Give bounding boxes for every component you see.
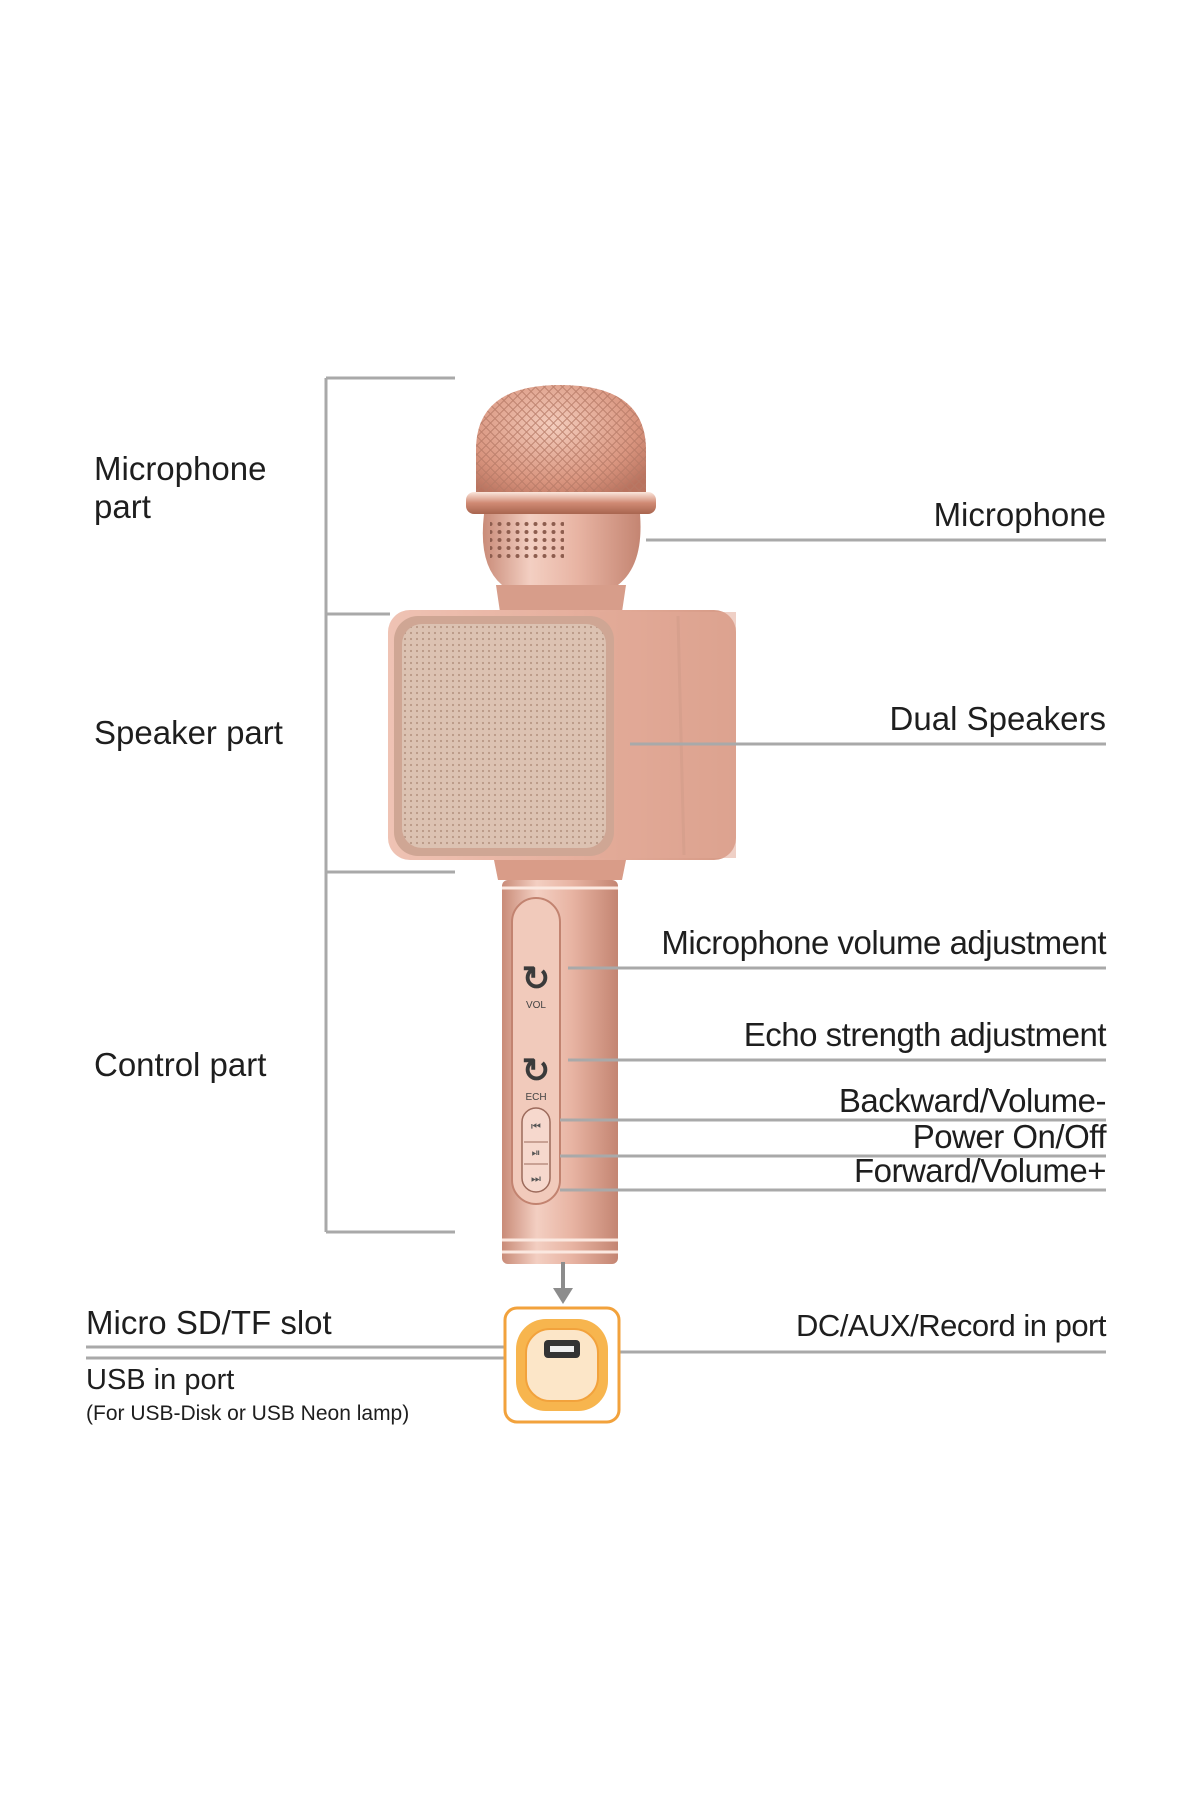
section-label-microphone-line2: part [94,487,151,525]
leader-lines [86,538,1106,1360]
callout-mic-volume: Microphone volume adjustment [661,924,1106,961]
callout-microphone: Microphone [933,496,1106,533]
ech-knob-label: ECH [525,1092,547,1103]
label-usb-port: USB in port [86,1364,235,1396]
callout-dual-speakers: Dual Speakers [889,700,1106,737]
speaker-box [388,610,736,860]
port-detail [503,1306,621,1424]
section-label-microphone: Microphone part [94,450,266,526]
microphone-head [466,385,656,612]
vol-knob-label: VOL [525,1000,546,1011]
label-sd-slot: Micro SD/TF slot [86,1304,332,1341]
button-strip [521,1107,551,1193]
backward-button-icon[interactable]: ⏮ [531,1120,541,1133]
microphone-handle: ↻ ↻ ⏮ ⏯ ⏭ [494,860,626,1264]
microphone-ring [466,492,656,514]
forward-button-icon[interactable]: ⏭ [531,1172,541,1185]
callout-forward: Forward/Volume+ [853,1152,1107,1189]
label-usb-note: (For USB-Disk or USB Neon lamp) [86,1402,410,1425]
vol-knob-icon[interactable]: ↻ [522,960,551,998]
section-label-control: Control part [94,1046,267,1083]
callout-power: Power On/Off [912,1118,1107,1155]
section-label-microphone-line1: Microphone [94,450,267,487]
section-label-speaker: Speaker part [94,714,283,751]
play-pause-icon[interactable]: ⏯ [532,1146,541,1159]
microphone-vent-holes [490,520,564,560]
label-dc-port: DC/AUX/Record in port [796,1308,1106,1343]
ech-knob-icon[interactable]: ↻ [522,1052,551,1090]
callout-echo: Echo strength adjustment [743,1016,1107,1053]
callout-backward: Backward/Volume- [838,1082,1107,1119]
arrow-down-icon [553,1262,573,1304]
section-bracket [324,376,455,1234]
